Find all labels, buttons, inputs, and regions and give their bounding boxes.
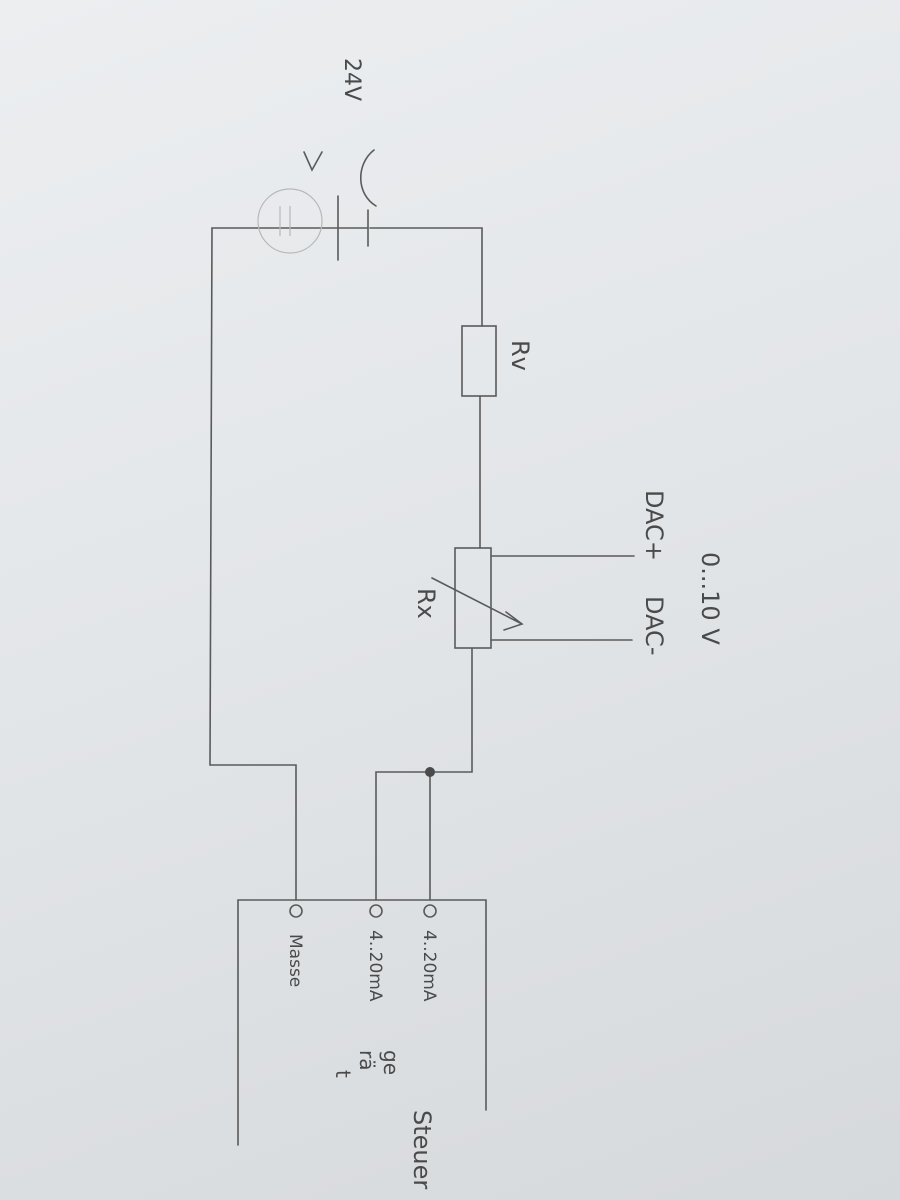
wire-left-return bbox=[209, 227, 297, 901]
terminal-current-1-label: 4..20mA bbox=[419, 930, 439, 1002]
terminal-current-2-label: 4..20mA bbox=[365, 930, 385, 1002]
wire-top-right bbox=[369, 227, 483, 327]
terminal-current-1 bbox=[423, 904, 437, 918]
supply-voltage-label: 24V bbox=[339, 58, 364, 101]
junction-node bbox=[425, 767, 435, 777]
variable-resistor-arrow-icon bbox=[431, 577, 524, 631]
voltage-arrow-head-icon bbox=[303, 151, 323, 172]
device-label-line4: t bbox=[331, 1070, 355, 1078]
wire-rx-to-node bbox=[429, 647, 473, 773]
terminal-ground-label: Masse bbox=[285, 934, 305, 987]
series-resistor bbox=[461, 325, 497, 397]
battery-symbol bbox=[257, 188, 369, 261]
dac-minus-label: DAC- bbox=[640, 596, 668, 655]
variable-resistor-label: Rx bbox=[412, 588, 440, 619]
variable-resistor bbox=[454, 547, 492, 649]
device-label-line2: ge bbox=[379, 1050, 403, 1075]
control-device-box bbox=[237, 899, 487, 1146]
terminal-ground bbox=[289, 904, 303, 918]
wire-node-split bbox=[375, 771, 431, 901]
dac-range-label: 0...10 V bbox=[696, 552, 724, 645]
device-label-line3: rä bbox=[355, 1050, 379, 1070]
voltage-arrow-icon bbox=[360, 149, 377, 207]
dac-plus-label: DAC+ bbox=[640, 490, 668, 561]
device-label-line1: Steuer bbox=[408, 1110, 436, 1189]
terminal-current-2 bbox=[369, 904, 383, 918]
series-resistor-label: Rv bbox=[506, 340, 534, 371]
